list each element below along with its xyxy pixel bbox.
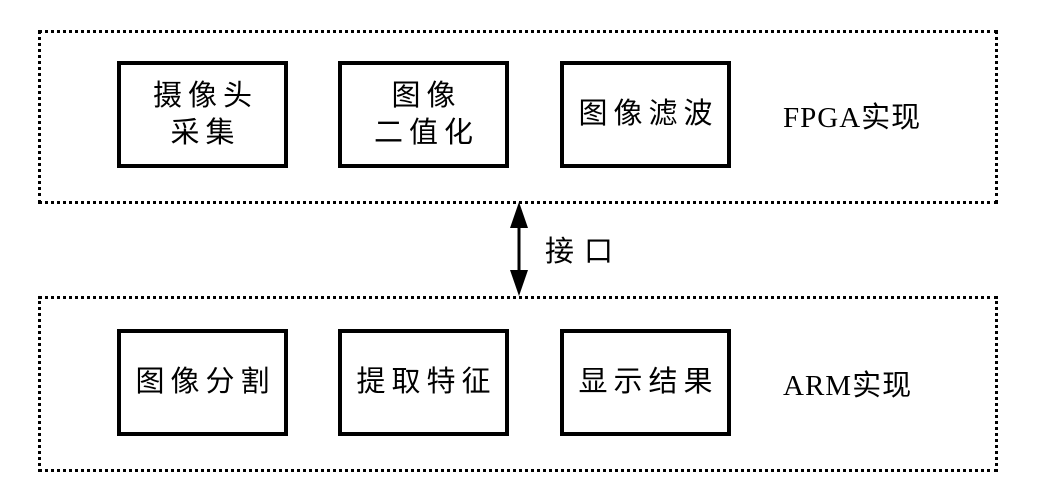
box-image-binarization-label: 图像 二值化 xyxy=(373,79,479,149)
box-camera-capture: 摄像头 采集 xyxy=(117,61,288,168)
arm-region: 图像分割 提取特征 显示结果 ARM实现 xyxy=(38,296,998,472)
arm-region-label: ARM实现 xyxy=(783,369,913,402)
interface-arrow-icon xyxy=(510,202,528,296)
box-display-result: 显示结果 xyxy=(560,329,731,436)
box-feature-extraction-label: 提取特征 xyxy=(356,366,497,398)
box-image-filtering-label: 图像滤波 xyxy=(578,98,719,130)
box-feature-extraction: 提取特征 xyxy=(338,329,509,436)
interface-label: 接口 xyxy=(545,236,624,268)
box-image-segmentation-label: 图像分割 xyxy=(135,366,276,398)
box-image-filtering: 图像滤波 xyxy=(560,61,731,168)
fpga-region: 摄像头 采集 图像 二值化 图像滤波 FPGA实现 xyxy=(38,30,998,204)
box-image-binarization: 图像 二值化 xyxy=(338,61,509,168)
box-display-result-label: 显示结果 xyxy=(578,366,719,398)
fpga-region-label: FPGA实现 xyxy=(783,101,922,134)
box-image-segmentation: 图像分割 xyxy=(117,329,288,436)
box-camera-capture-label: 摄像头 采集 xyxy=(152,79,258,149)
